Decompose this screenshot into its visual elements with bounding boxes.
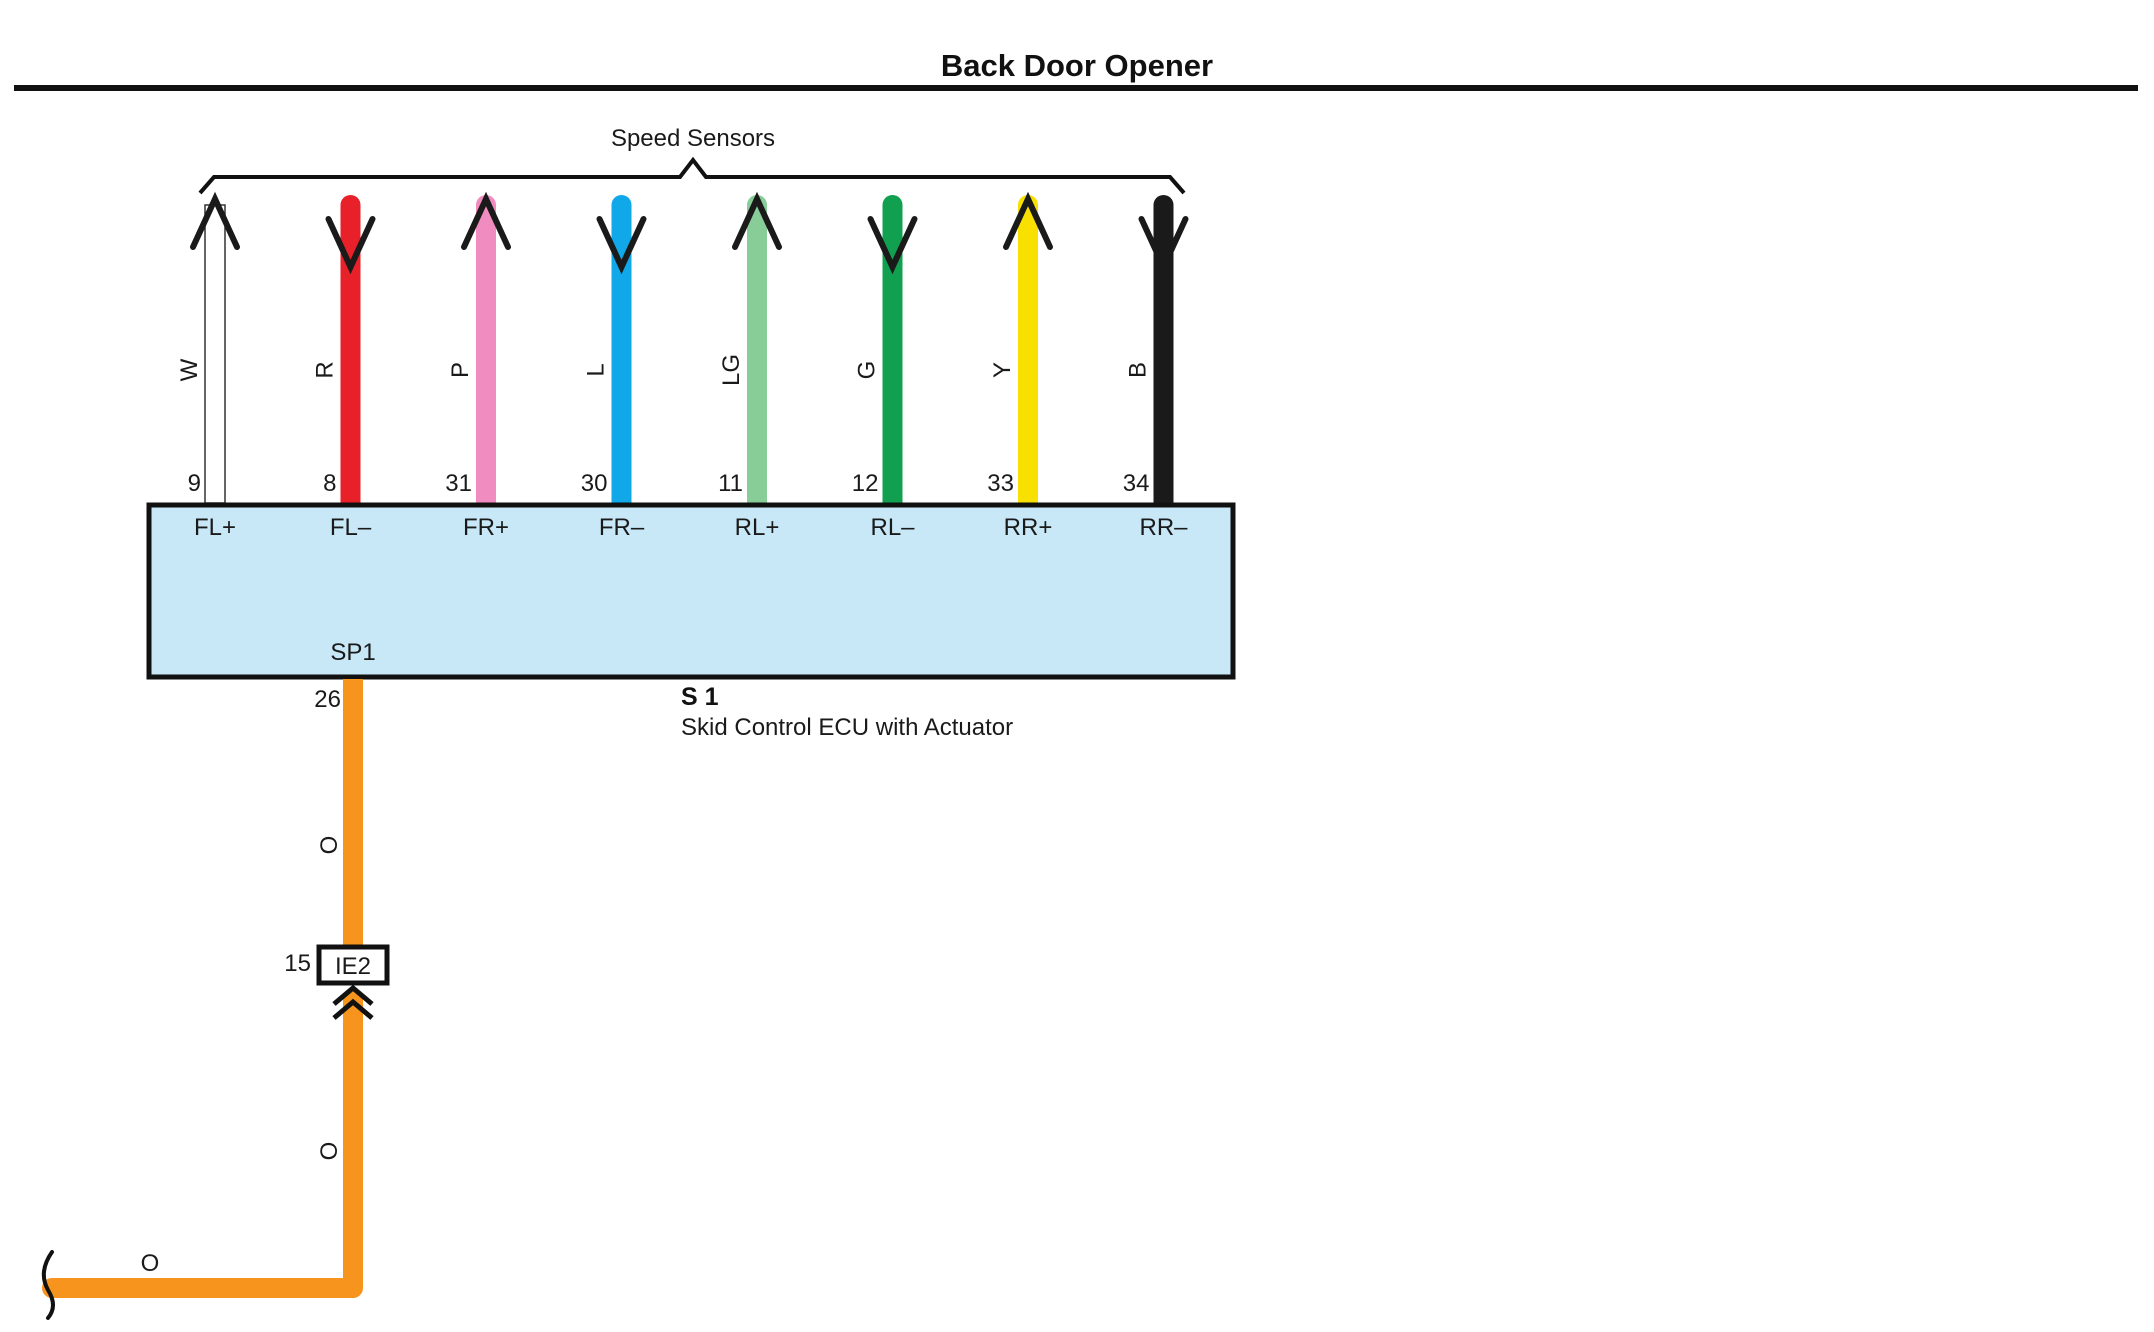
- component-id: S 1: [681, 683, 719, 711]
- speed-sensor-wires: [190, 191, 1189, 504]
- wire-1-terminal-name: FL–: [330, 514, 372, 541]
- wire-4-terminal-name: RL+: [735, 514, 780, 541]
- wire-6-arrow-up-icon: [1003, 191, 1053, 250]
- wire-break-mark: [41, 1250, 55, 1320]
- diagram-title: Back Door Opener: [941, 48, 1213, 83]
- wire-7-body: [1153, 205, 1174, 503]
- wire-5-color-code: G: [854, 361, 881, 380]
- wire-1-cap: [340, 195, 361, 215]
- wire-0-body: [204, 204, 226, 504]
- terminal-sp1-label: SP1: [330, 639, 375, 666]
- wire-4-arrow-up-icon: [732, 191, 782, 250]
- output-wire-code-upper: O: [316, 836, 343, 855]
- wire-7-pin-number: 34: [1123, 470, 1150, 497]
- wire-0-terminal-name: FL+: [194, 514, 236, 541]
- output-wire-code-lower: O: [316, 1142, 343, 1161]
- wire-7-color-code: B: [1125, 362, 1152, 378]
- wire-3-pin-number: 30: [581, 470, 608, 497]
- wire-2-terminal-name: FR+: [463, 514, 509, 541]
- output-wire-lower: [42, 990, 363, 1298]
- connector-ie2-box: [316, 944, 390, 986]
- component-name: Skid Control ECU with Actuator: [681, 714, 1013, 741]
- wire-2-body: [476, 205, 496, 503]
- speed-sensors-bracket: [198, 156, 1186, 195]
- output-wire-code-horizontal: O: [141, 1250, 160, 1277]
- wire-2-color-code: P: [447, 362, 474, 378]
- wire-4-pin-number: 11: [718, 470, 743, 497]
- wire-4-color-code: LG: [718, 354, 745, 386]
- connector-pin-15-label: 15: [284, 950, 311, 977]
- wire-5-body: [882, 205, 903, 503]
- wire-0-color-code: W: [176, 358, 203, 381]
- connector-ie2-chevron-lower: [332, 998, 374, 1020]
- title-rule: [14, 85, 2138, 91]
- wire-1-arrow-down-icon: [325, 216, 376, 275]
- wire-7-arrow-down-icon: [1138, 216, 1189, 275]
- wire-3-body: [611, 205, 632, 503]
- wire-3-color-code: L: [583, 363, 610, 376]
- wire-5-pin-number: 12: [852, 470, 879, 497]
- wire-5-cap: [882, 195, 903, 215]
- wire-1-color-code: R: [312, 361, 339, 378]
- wire-7-terminal-name: RR–: [1139, 514, 1188, 541]
- wire-3-cap: [611, 195, 632, 215]
- wire-2-arrow-up-icon: [461, 191, 511, 250]
- pin-26-label: 26: [314, 686, 341, 713]
- wire-6-terminal-name: RR+: [1004, 514, 1053, 541]
- wire-0-arrow-up-icon: [190, 191, 240, 250]
- wire-0-pin-number: 9: [188, 470, 201, 497]
- wire-1-body: [340, 205, 361, 503]
- wire-4-body: [747, 205, 767, 503]
- wire-3-terminal-name: FR–: [599, 514, 645, 541]
- connector-ie2-chevron-upper: [332, 984, 374, 1006]
- wire-6-pin-number: 33: [987, 470, 1014, 497]
- speed-sensors-label: Speed Sensors: [611, 125, 775, 152]
- wire-3-arrow-down-icon: [596, 216, 647, 275]
- wire-5-arrow-down-icon: [867, 216, 918, 275]
- wire-7-cap: [1153, 195, 1174, 215]
- connector-ie2-label: IE2: [335, 953, 371, 980]
- wire-6-color-code: Y: [989, 362, 1016, 378]
- wire-2-pin-number: 31: [445, 470, 472, 497]
- wire-1-pin-number: 8: [323, 470, 336, 497]
- wire-6-body: [1018, 205, 1038, 503]
- ecu-box: [146, 502, 1236, 680]
- wire-5-terminal-name: RL–: [870, 514, 915, 541]
